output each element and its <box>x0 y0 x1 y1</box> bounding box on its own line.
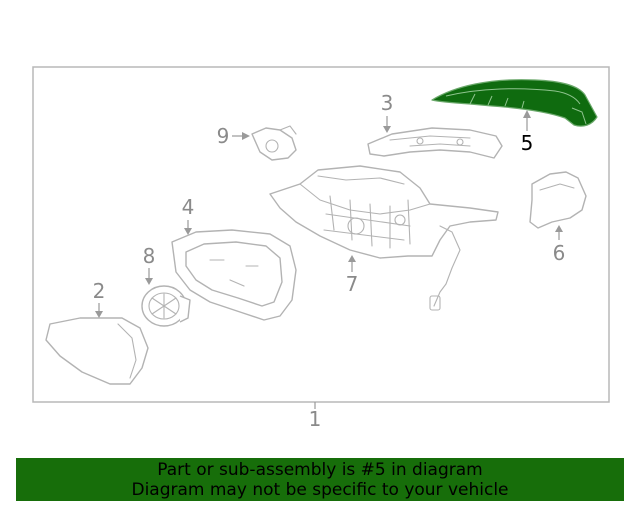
banner-line-1: Part or sub-assembly is #5 in diagram <box>157 459 483 480</box>
callout-8-arrow <box>145 278 153 285</box>
part-8-actuator[interactable] <box>141 285 191 327</box>
callout-2: 2 <box>93 279 106 303</box>
callout-6: 6 <box>553 241 566 265</box>
part-5-cover[interactable] <box>431 79 598 127</box>
callout-5: 5 <box>521 131 534 155</box>
callout-8: 8 <box>143 244 156 268</box>
callout-4: 4 <box>182 195 195 219</box>
part-notice-banner: Part or sub-assembly is #5 in diagram Di… <box>16 458 624 501</box>
part-9-motor[interactable] <box>251 125 297 161</box>
part-7-housing[interactable] <box>269 165 499 311</box>
callout-4-arrow <box>184 228 192 235</box>
callout-6-arrow <box>555 225 563 232</box>
banner-line-2: Diagram may not be specific to your vehi… <box>131 479 509 500</box>
part-6-cap[interactable] <box>529 171 587 229</box>
callout-2-arrow <box>95 311 103 318</box>
callout-7-arrow <box>348 255 356 262</box>
callout-9-arrow <box>242 132 250 140</box>
callout-3-arrow <box>383 126 391 133</box>
callout-5-arrow <box>523 110 531 118</box>
callout-7: 7 <box>346 272 359 296</box>
callout-9: 9 <box>217 124 230 148</box>
callout-3: 3 <box>381 91 394 115</box>
part-2-glass[interactable] <box>45 317 149 385</box>
part-3-bracket[interactable] <box>367 127 503 159</box>
callout-1: 1 <box>309 407 322 431</box>
part-4-frame[interactable] <box>171 229 297 321</box>
